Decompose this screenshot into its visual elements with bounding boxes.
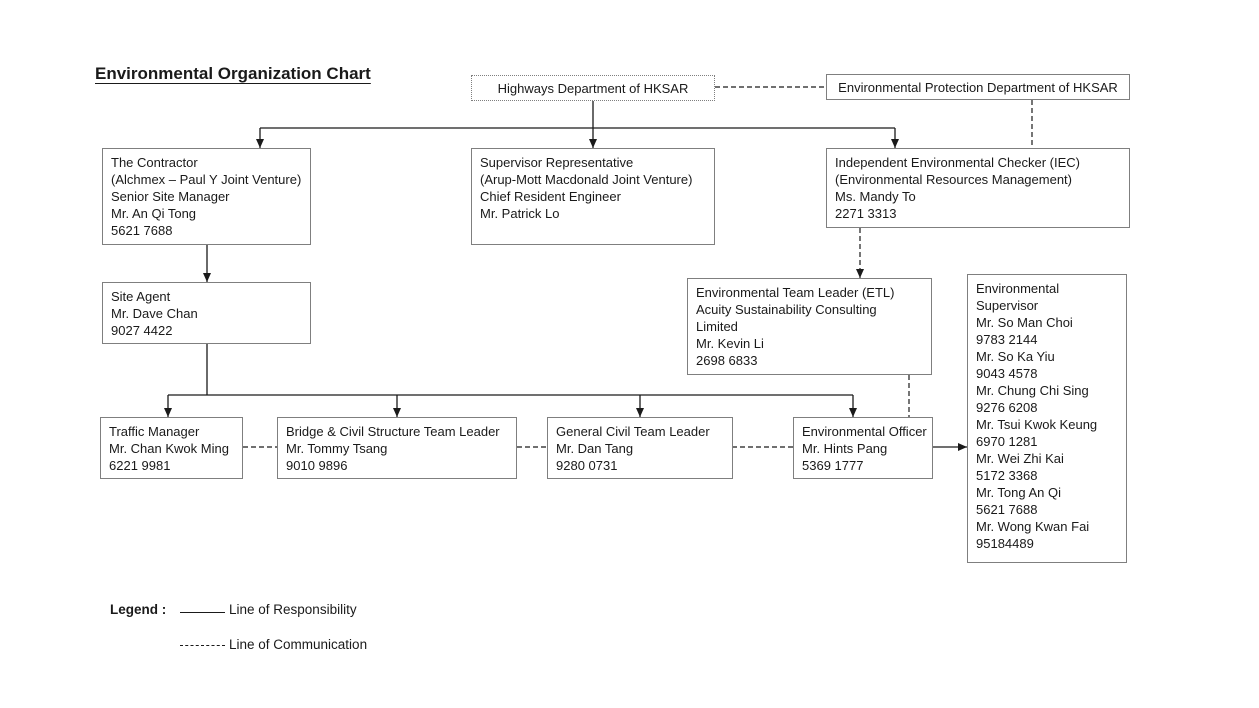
- page-title: Environmental Organization Chart: [95, 64, 371, 83]
- node-site-agent: Site Agent Mr. Dave Chan 9027 4422: [102, 282, 311, 344]
- node-general-civil-team-leader: General Civil Team Leader Mr. Dan Tang 9…: [547, 417, 733, 479]
- node-etl: Environmental Team Leader (ETL) Acuity S…: [687, 278, 932, 375]
- node-contractor-label: The Contractor (Alchmex – Paul Y Joint V…: [111, 155, 302, 238]
- node-supervisor-representative: Supervisor Representative (Arup-Mott Mac…: [471, 148, 715, 245]
- node-traffic-manager: Traffic Manager Mr. Chan Kwok Ming 6221 …: [100, 417, 243, 479]
- node-iec: Independent Environmental Checker (IEC) …: [826, 148, 1130, 228]
- node-supervisor-representative-label: Supervisor Representative (Arup-Mott Mac…: [480, 155, 693, 221]
- node-environmental-officer: Environmental Officer Mr. Hints Pang 536…: [793, 417, 933, 479]
- node-environmental-officer-label: Environmental Officer Mr. Hints Pang 536…: [802, 424, 927, 473]
- legend-title: Legend :: [110, 601, 167, 617]
- node-epd-label: Environmental Protection Department of H…: [838, 79, 1118, 95]
- node-traffic-manager-label: Traffic Manager Mr. Chan Kwok Ming 6221 …: [109, 424, 229, 473]
- node-environmental-supervisor: Environmental Supervisor Mr. So Man Choi…: [967, 274, 1127, 563]
- legend-dashed-line-sample: [180, 644, 225, 646]
- node-epd: Environmental Protection Department of H…: [826, 74, 1130, 100]
- node-highways-department-label: Highways Department of HKSAR: [497, 80, 689, 96]
- node-iec-label: Independent Environmental Checker (IEC) …: [835, 155, 1080, 221]
- node-environmental-supervisor-label: Environmental Supervisor Mr. So Man Choi…: [976, 281, 1098, 551]
- node-contractor: The Contractor (Alchmex – Paul Y Joint V…: [102, 148, 311, 245]
- communication-lines: [243, 86, 1033, 448]
- legend-responsibility-row: Legend : Line of Responsibility: [110, 598, 367, 620]
- legend: Legend : Line of Responsibility Line of …: [110, 598, 367, 668]
- node-site-agent-label: Site Agent Mr. Dave Chan 9027 4422: [111, 289, 198, 338]
- node-highways-department: Highways Department of HKSAR: [471, 75, 715, 101]
- legend-communication-row: Line of Communication: [110, 633, 367, 655]
- legend-solid-line-sample: [180, 612, 225, 613]
- legend-communication-label: Line of Communication: [229, 636, 368, 652]
- node-bridge-civil-structure-team-leader-label: Bridge & Civil Structure Team Leader Mr.…: [286, 424, 500, 473]
- node-bridge-civil-structure-team-leader: Bridge & Civil Structure Team Leader Mr.…: [277, 417, 517, 479]
- node-etl-label: Environmental Team Leader (ETL) Acuity S…: [696, 285, 895, 368]
- legend-responsibility-label: Line of Responsibility: [229, 601, 357, 617]
- node-general-civil-team-leader-label: General Civil Team Leader Mr. Dan Tang 9…: [556, 424, 710, 473]
